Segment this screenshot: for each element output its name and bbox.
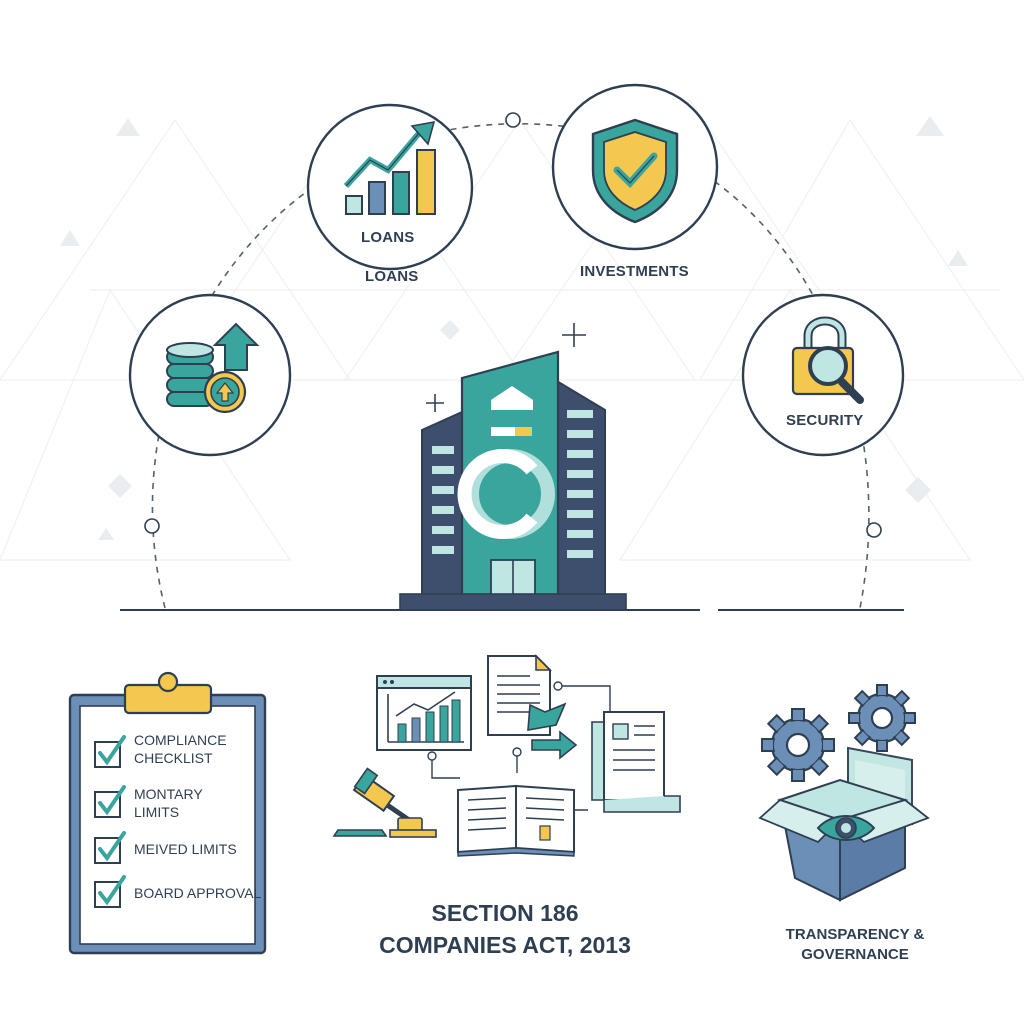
coin-stack-icon bbox=[166, 342, 214, 407]
company-building-icon bbox=[399, 350, 627, 611]
checklist-item-line: BOARD APPROVAL bbox=[134, 885, 262, 901]
checkbox-icon bbox=[94, 875, 126, 908]
section-title-line1: SECTION 186 bbox=[431, 900, 579, 926]
arc-node-dot bbox=[505, 112, 521, 128]
checkbox-icon bbox=[94, 735, 126, 768]
security-label: SECURITY bbox=[786, 412, 864, 429]
section-title-line2: COMPANIES ACT, 2013 bbox=[379, 932, 631, 958]
document-scroll-icon bbox=[591, 711, 681, 813]
arrow-right-icon bbox=[527, 702, 578, 760]
gear-icon bbox=[848, 684, 916, 752]
gavel-icon bbox=[332, 767, 437, 838]
checklist-item-line: MONTARY bbox=[134, 786, 203, 802]
open-book-icon bbox=[457, 784, 575, 857]
growth-chart-icon bbox=[343, 120, 436, 215]
connector-lines bbox=[427, 681, 611, 811]
checklist-item-line: CHECKLIST bbox=[134, 750, 213, 766]
checklist-item-line: COMPLIANCE bbox=[134, 732, 227, 748]
checkbox-icon bbox=[94, 831, 126, 864]
coin-up-icon bbox=[203, 370, 247, 414]
browser-chart-icon bbox=[376, 675, 472, 751]
legal-documents-cluster bbox=[332, 654, 681, 857]
arc-node-dot bbox=[866, 522, 882, 538]
governance-caption: TRANSPARENCY & GOVERNANCE bbox=[760, 926, 950, 970]
checklist-item-line: LIMITS bbox=[134, 804, 180, 820]
checkbox-icon bbox=[94, 785, 126, 818]
sparkle-icon bbox=[426, 323, 586, 412]
checklist-item-line: MEIVED LIMITS bbox=[134, 841, 237, 857]
investments-label: INVESTMENTS bbox=[580, 263, 689, 280]
arrow-up-icon bbox=[212, 322, 260, 371]
gear-icon bbox=[761, 708, 835, 782]
loans-icon-label: LOANS bbox=[361, 229, 415, 246]
governance-caption-line2: GOVERNANCE bbox=[801, 946, 909, 963]
governance-icon bbox=[758, 684, 930, 902]
section-title: SECTION 186 COMPANIES ACT, 2013 bbox=[330, 900, 680, 970]
compliance-clipboard-icon bbox=[68, 671, 267, 955]
node-security bbox=[741, 293, 905, 457]
node-investments bbox=[551, 83, 719, 251]
shield-check-icon bbox=[591, 118, 679, 224]
node-loans bbox=[306, 103, 474, 271]
eye-icon bbox=[816, 815, 876, 841]
governance-caption-line1: TRANSPARENCY & bbox=[785, 926, 925, 943]
arc-node-dot bbox=[144, 518, 160, 534]
background-accents bbox=[60, 116, 968, 540]
node-deposits bbox=[128, 293, 292, 457]
lock-search-icon bbox=[791, 316, 864, 404]
loans-label: LOANS bbox=[365, 268, 419, 285]
